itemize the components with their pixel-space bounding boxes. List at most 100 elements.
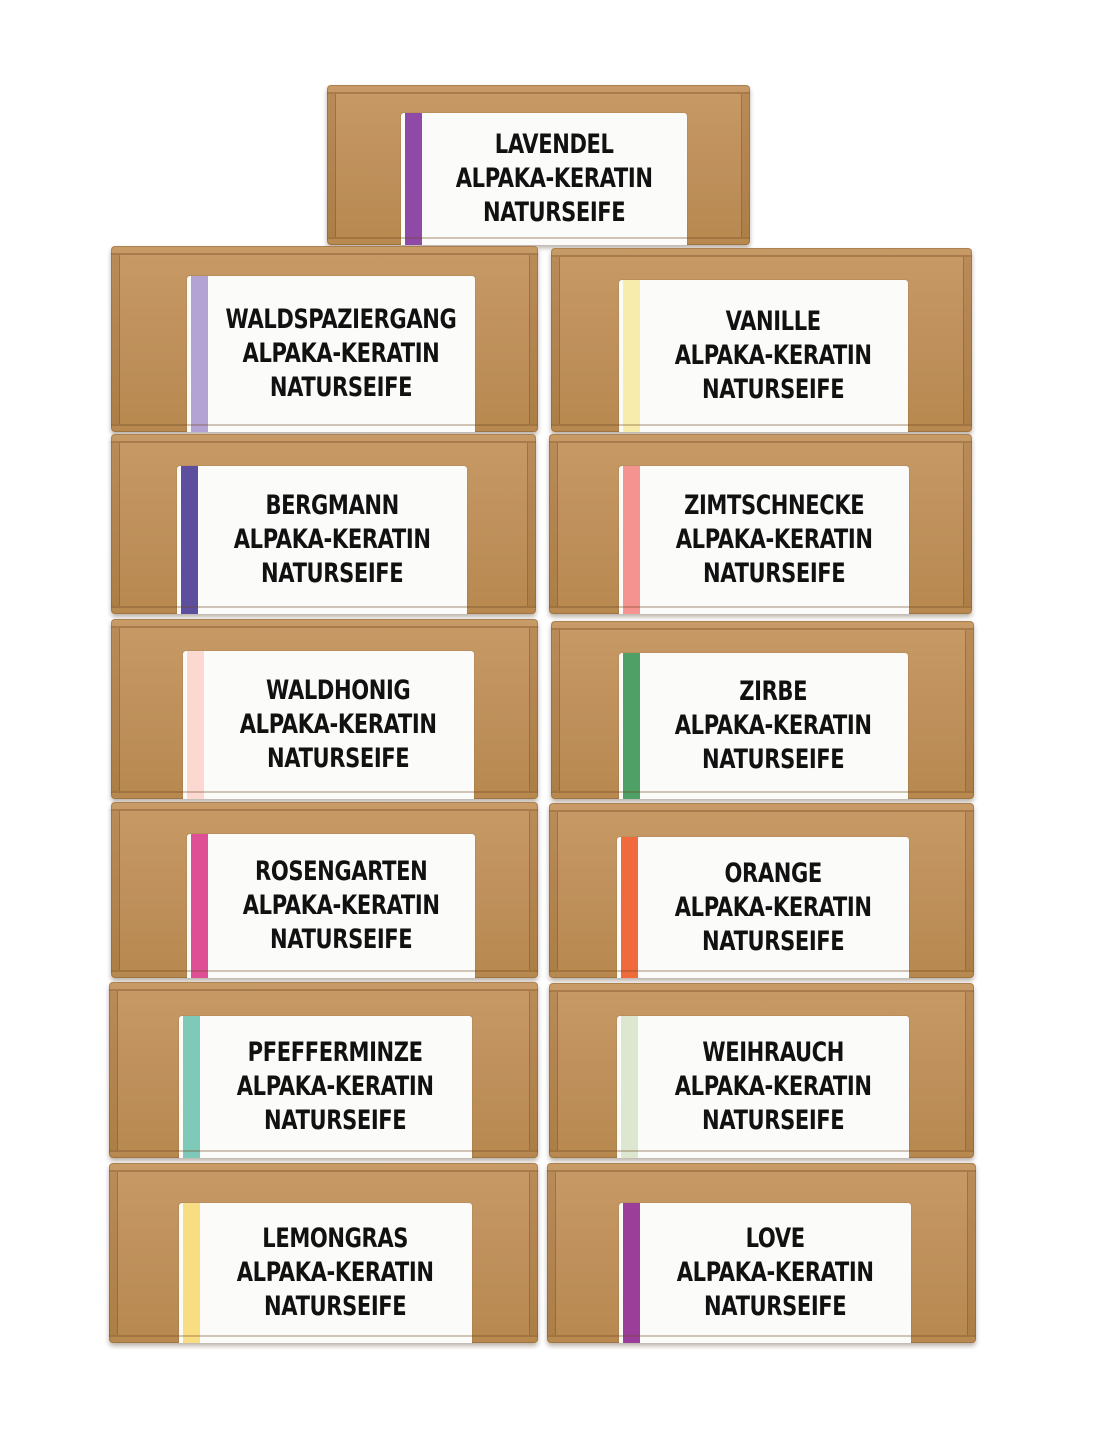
soap-box-zimtschnecke: ZIMTSCHNECKE ALPAKA-KERATIN NATURSEIFE [549, 434, 972, 614]
soap-label: ZIMTSCHNECKE ALPAKA-KERATIN NATURSEIFE [619, 466, 909, 614]
soap-name: ZIRBE [739, 676, 808, 707]
label-text: LAVENDEL ALPAKA-KERATIN NATURSEIFE [456, 128, 653, 230]
box-flap-left [109, 1172, 118, 1335]
soap-box-waldhonig: WALDHONIG ALPAKA-KERATIN NATURSEIFE [111, 619, 538, 799]
box-flap-right [965, 812, 974, 970]
soap-type: ALPAKA-KERATIN [675, 340, 872, 371]
box-flap-left [549, 992, 558, 1150]
box-flap-right [527, 443, 536, 606]
soap-box-waldspaziergang: WALDSPAZIERGANG ALPAKA-KERATIN NATURSEIF… [111, 246, 538, 432]
soap-type: ALPAKA-KERATIN [676, 1257, 874, 1288]
box-flap-right [965, 992, 974, 1150]
label-text: LOVE ALPAKA-KERATIN NATURSEIFE [677, 1222, 874, 1324]
color-stripe [621, 837, 638, 978]
soap-name: PFEFFERMINZE [247, 1037, 423, 1068]
soap-type: ALPAKA-KERATIN [242, 338, 440, 369]
soap-category: NATURSEIFE [702, 558, 846, 589]
soap-label: ORANGE ALPAKA-KERATIN NATURSEIFE [617, 837, 909, 978]
label-text: ZIMTSCHNECKE ALPAKA-KERATIN NATURSEIFE [676, 489, 873, 591]
soap-name: VANILLE [725, 306, 822, 337]
soap-box-lavendel: LAVENDEL ALPAKA-KERATIN NATURSEIFE [327, 85, 750, 245]
soap-box-zirbe: ZIRBE ALPAKA-KERATIN NATURSEIFE [551, 621, 974, 799]
soap-label: PFEFFERMINZE ALPAKA-KERATIN NATURSEIFE [179, 1016, 472, 1158]
soap-label: LAVENDEL ALPAKA-KERATIN NATURSEIFE [401, 113, 687, 245]
color-stripe [183, 1203, 200, 1343]
soap-type: ALPAKA-KERATIN [455, 163, 653, 194]
soap-type: ALPAKA-KERATIN [242, 890, 440, 921]
soap-label: BERGMANN ALPAKA-KERATIN NATURSEIFE [177, 466, 467, 614]
label-text: WEIHRAUCH ALPAKA-KERATIN NATURSEIFE [675, 1036, 872, 1138]
label-text: ZIRBE ALPAKA-KERATIN NATURSEIFE [675, 675, 872, 777]
soap-name: ORANGE [724, 857, 822, 889]
box-flap-right [741, 94, 750, 237]
color-stripe [623, 280, 640, 432]
soap-name: WEIHRAUCH [702, 1037, 844, 1068]
box-flap-left [327, 94, 336, 237]
soap-box-weihrauch: WEIHRAUCH ALPAKA-KERATIN NATURSEIFE [549, 983, 974, 1158]
soap-name: ROSENGARTEN [254, 856, 428, 887]
color-stripe [621, 1016, 638, 1158]
soap-category: NATURSEIFE [702, 744, 845, 775]
box-flap-left [549, 812, 558, 970]
soap-name: WALDSPAZIERGANG [225, 304, 457, 335]
color-stripe [187, 651, 204, 799]
soap-category: NATURSEIFE [269, 924, 413, 955]
soap-box-lemongras: LEMONGRAS ALPAKA-KERATIN NATURSEIFE [109, 1163, 538, 1343]
soap-category: NATURSEIFE [264, 1291, 407, 1322]
soap-category: NATURSEIFE [703, 1291, 847, 1322]
soap-type: ALPAKA-KERATIN [240, 709, 437, 740]
box-flap-right [529, 1172, 538, 1335]
soap-category: NATURSEIFE [264, 1105, 407, 1136]
box-flap-left [547, 1172, 556, 1335]
box-flap-left [111, 255, 120, 424]
soap-name: WALDHONIG [266, 675, 411, 706]
soap-label: WEIHRAUCH ALPAKA-KERATIN NATURSEIFE [617, 1016, 909, 1158]
box-flap-left [111, 811, 120, 970]
soap-name: LOVE [745, 1223, 805, 1254]
box-flap-left [111, 628, 120, 791]
soap-category: NATURSEIFE [269, 372, 413, 403]
soap-box-bergmann: BERGMANN ALPAKA-KERATIN NATURSEIFE [111, 434, 536, 614]
soap-name: BERGMANN [265, 490, 399, 521]
box-flap-right [965, 630, 974, 791]
box-flap-right [963, 257, 972, 424]
color-stripe [183, 1016, 200, 1158]
soap-type: ALPAKA-KERATIN [233, 524, 431, 555]
box-flap-left [551, 257, 560, 424]
box-flap-left [551, 630, 560, 791]
color-stripe [181, 466, 198, 614]
label-text: WALDSPAZIERGANG ALPAKA-KERATIN NATURSEIF… [226, 303, 457, 405]
soap-box-pfefferminze: PFEFFERMINZE ALPAKA-KERATIN NATURSEIFE [109, 982, 538, 1158]
soap-category: NATURSEIFE [702, 374, 845, 405]
soap-box-orange: ORANGE ALPAKA-KERATIN NATURSEIFE [549, 803, 974, 978]
box-flap-right [529, 991, 538, 1150]
label-text: PFEFFERMINZE ALPAKA-KERATIN NATURSEIFE [237, 1036, 434, 1138]
color-stripe [623, 1203, 640, 1343]
soap-type: ALPAKA-KERATIN [674, 1071, 872, 1102]
soap-label: WALDSPAZIERGANG ALPAKA-KERATIN NATURSEIF… [187, 276, 475, 432]
soap-label: WALDHONIG ALPAKA-KERATIN NATURSEIFE [183, 651, 474, 799]
box-flap-right [967, 1172, 976, 1335]
soap-label: LOVE ALPAKA-KERATIN NATURSEIFE [619, 1203, 911, 1343]
box-flap-left [111, 443, 120, 606]
soap-category: NATURSEIFE [701, 925, 845, 957]
soap-name: ZIMTSCHNECKE [683, 490, 865, 521]
color-stripe [191, 834, 208, 978]
box-flap-left [109, 991, 118, 1150]
box-flap-left [549, 443, 558, 606]
box-flap-right [529, 811, 538, 970]
color-stripe [623, 653, 640, 799]
box-flap-right [529, 628, 538, 791]
soap-category: NATURSEIFE [482, 197, 626, 228]
soap-type: ALPAKA-KERATIN [237, 1257, 434, 1288]
soap-category: NATURSEIFE [267, 743, 410, 774]
soap-category: NATURSEIFE [260, 558, 404, 589]
soap-box-vanille: VANILLE ALPAKA-KERATIN NATURSEIFE [551, 248, 972, 432]
label-text: VANILLE ALPAKA-KERATIN NATURSEIFE [675, 305, 872, 407]
soap-label: LEMONGRAS ALPAKA-KERATIN NATURSEIFE [179, 1203, 472, 1343]
label-text: BERGMANN ALPAKA-KERATIN NATURSEIFE [234, 489, 431, 591]
soap-label: ZIRBE ALPAKA-KERATIN NATURSEIFE [619, 653, 908, 799]
soap-category: NATURSEIFE [701, 1105, 845, 1136]
soap-name: LAVENDEL [494, 129, 614, 160]
